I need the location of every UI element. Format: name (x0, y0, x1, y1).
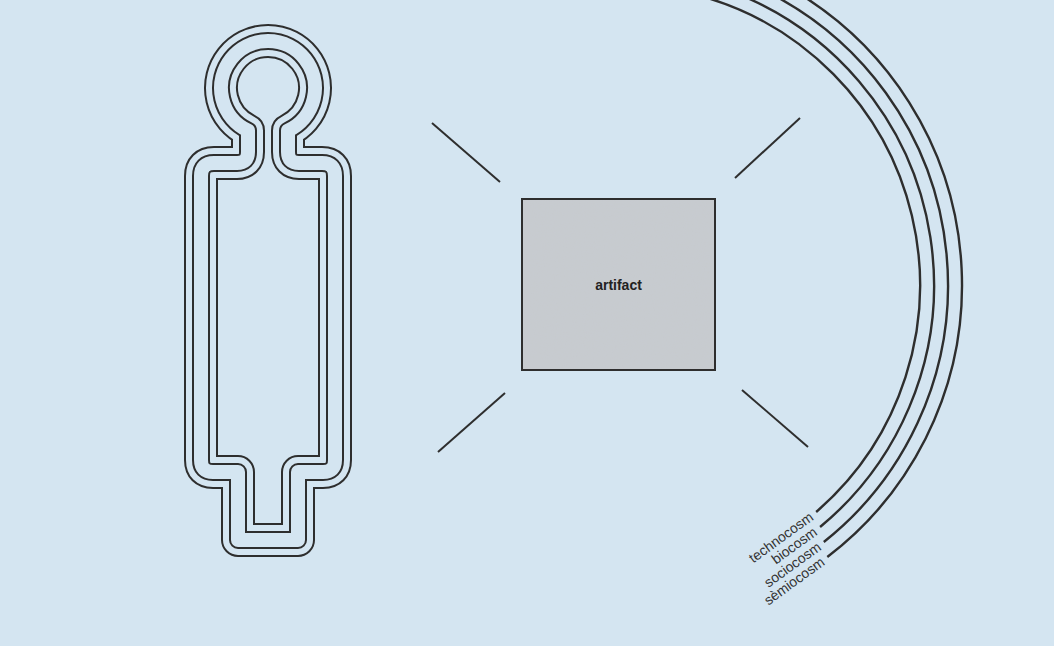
radiating-line (742, 390, 808, 447)
node-label: artifact (595, 277, 642, 293)
figure-outline (201, 41, 335, 540)
cosm-arc (800, 0, 962, 557)
human-figure (201, 41, 335, 540)
figure-outline (201, 41, 335, 540)
radiating-line (432, 123, 500, 182)
figure-outline (201, 41, 335, 540)
radiating-line (735, 118, 800, 178)
cosm-arc (771, 0, 948, 542)
cosm-arc (693, 0, 920, 512)
artifact-box: artifact (521, 198, 716, 371)
radiating-lines (432, 118, 808, 452)
figure-outline (201, 41, 335, 540)
artifact-fill (521, 198, 716, 371)
radiating-line (438, 393, 505, 452)
cosm-arcs (693, 0, 962, 557)
